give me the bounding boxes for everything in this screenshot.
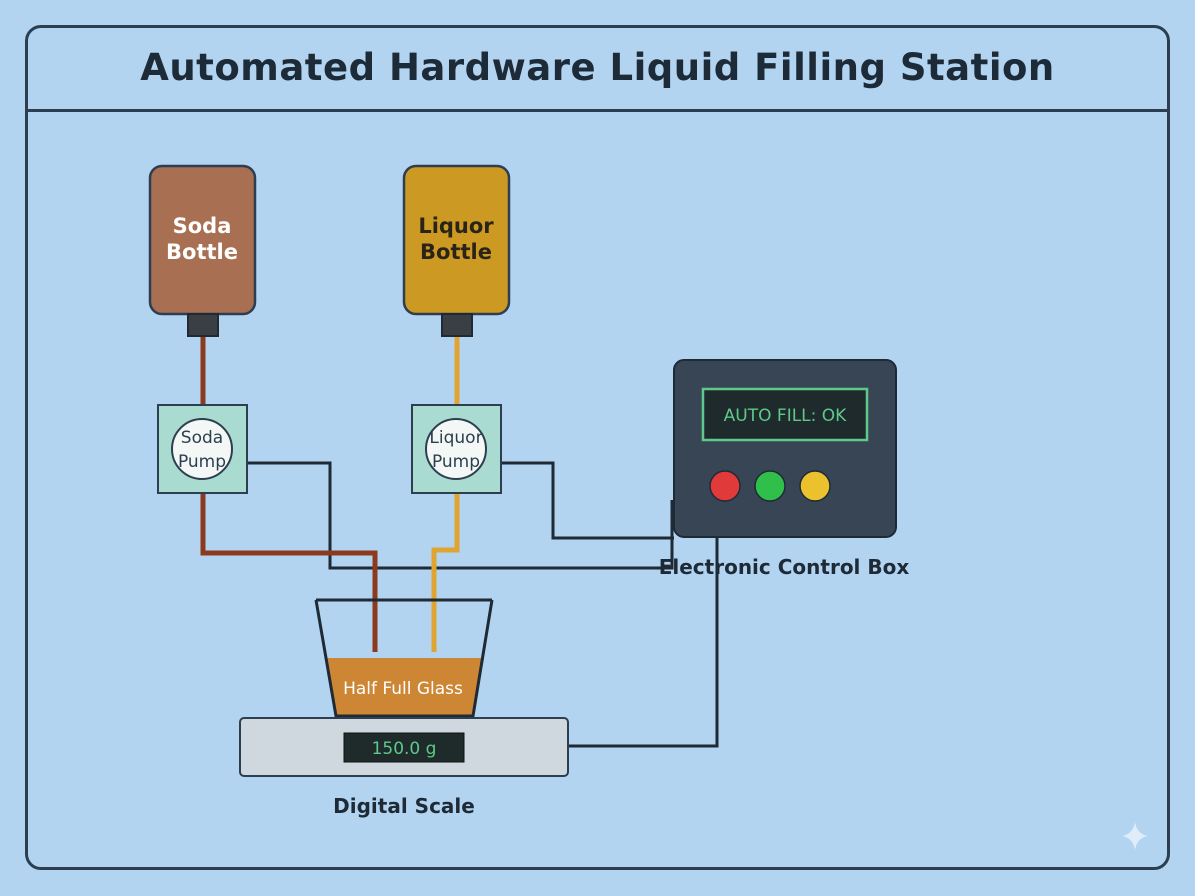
page-title: Automated Hardware Liquid Filling Statio… xyxy=(140,45,1055,89)
soda-pump-label-line1: Soda xyxy=(181,428,223,448)
control-box-display-text: AUTO FILL: OK xyxy=(724,406,847,426)
soda-tube-out xyxy=(200,493,378,652)
soda-pump-wire xyxy=(247,461,674,570)
liquor-bottle-label-line1: Liquor xyxy=(418,214,494,238)
liquor-bottle-cap xyxy=(441,313,473,337)
liquor-bottle-label-line2: Bottle xyxy=(420,240,492,264)
scale-display xyxy=(343,732,465,763)
glass-label: Half Full Glass xyxy=(343,679,463,699)
glass-outline xyxy=(314,599,494,718)
title-bar: Automated Hardware Liquid Filling Statio… xyxy=(25,25,1170,112)
liquor-tube-out xyxy=(431,493,460,652)
soda-bottle-cap xyxy=(187,313,219,337)
glass-liquid xyxy=(326,658,484,716)
scale-reading: 150.0 g xyxy=(372,739,437,759)
liquor-pump: Liquor Pump xyxy=(411,404,502,494)
soda-pump: Soda Pump xyxy=(157,404,248,494)
liquor-bottle: Liquor Bottle xyxy=(402,164,511,337)
glass: Half Full Glass xyxy=(314,598,494,718)
liquor-pump-label-line2: Pump xyxy=(432,452,480,472)
red-indicator-light xyxy=(709,470,741,502)
scale-wire xyxy=(568,538,719,748)
control-box-label: Electronic Control Box xyxy=(659,555,910,579)
signal-wires xyxy=(247,461,719,748)
control-box-display xyxy=(701,387,869,442)
liquor-pump-wire xyxy=(501,461,674,540)
sparkle-icon xyxy=(1122,822,1148,850)
diagram-frame xyxy=(25,25,1170,870)
digital-scale: 150.0 g xyxy=(239,717,569,777)
soda-bottle: Soda Bottle xyxy=(148,164,257,337)
yellow-indicator-light xyxy=(799,470,831,502)
soda-bottle-label-line1: Soda xyxy=(173,214,232,238)
liquor-pump-label-line1: Liquor xyxy=(429,428,482,448)
soda-bottle-label-line2: Bottle xyxy=(166,240,238,264)
green-indicator-light xyxy=(754,470,786,502)
scale-label: Digital Scale xyxy=(333,794,475,818)
soda-pump-label-line2: Pump xyxy=(178,452,226,472)
soda-pump-rotor-icon xyxy=(171,418,233,480)
control-box: AUTO FILL: OK xyxy=(673,359,897,538)
liquor-pump-rotor-icon xyxy=(425,418,487,480)
